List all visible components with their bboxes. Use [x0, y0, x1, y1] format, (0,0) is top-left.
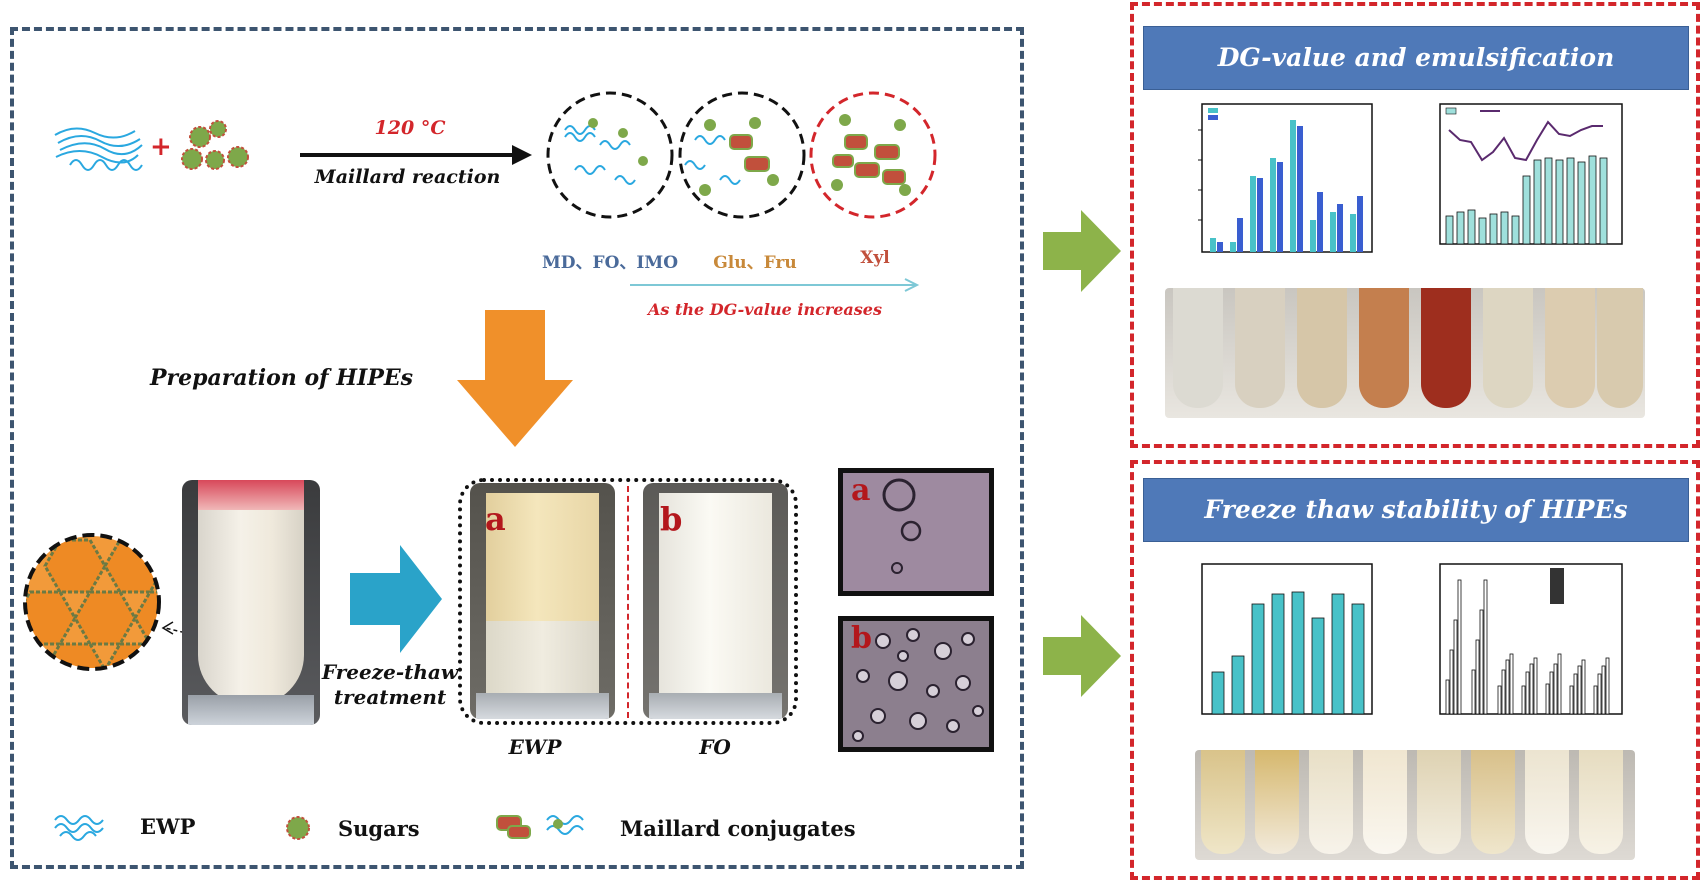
- sugar-cluster-icon: [588, 114, 911, 196]
- down-arrow-orange: [457, 310, 573, 447]
- ewp-tube-label: EWP: [508, 735, 562, 759]
- maillard-reaction-label: Maillard reaction: [314, 166, 501, 188]
- conjugate-icon: [729, 134, 906, 185]
- legend-sugar-icon: [286, 816, 310, 840]
- ft-cycle-bars: [1445, 579, 1610, 715]
- green-arrow-top: [1043, 210, 1121, 292]
- dg-trend-label: As the DG-value increases: [648, 300, 882, 319]
- ft-stability-chart-thumbnail: [1201, 563, 1373, 715]
- dg-panel-frame: [1130, 2, 1700, 448]
- freeze-thaw-line1: Freeze-thaw: [321, 660, 459, 684]
- temperature-label: 120 °C: [374, 117, 446, 139]
- sugar-cluster-icon: [181, 120, 249, 170]
- freeze-thaw-line2: treatment: [333, 685, 447, 709]
- preparation-title: Preparation of HIPEs: [150, 365, 414, 391]
- hipe-tube-photo: [182, 480, 320, 725]
- tube-divider: [627, 486, 629, 718]
- freeze-thaw-tubes-frame: [458, 478, 798, 725]
- ft-bars: [1211, 591, 1365, 715]
- dg-trend-arrow: [630, 278, 920, 292]
- mid-dg-sugars-label: Glu、Fru: [713, 253, 797, 273]
- freeze-thaw-label: Freeze-thaw treatment: [320, 660, 460, 710]
- legend-ewp-icon: [54, 815, 104, 841]
- product-circles: [546, 91, 937, 219]
- ewp-fiber-icon: [564, 125, 741, 185]
- legend-conjugate-icon: [496, 815, 584, 839]
- micrograph-b: b: [838, 616, 994, 752]
- dg-panel-title: DG-value and emulsification properties: [1143, 26, 1689, 134]
- dg-bars: [1210, 120, 1363, 252]
- ft-destabilization-chart-thumbnail: [1439, 563, 1623, 715]
- svg-text:+: +: [150, 132, 172, 162]
- legend-ewp-label: EWP: [140, 814, 196, 839]
- legend-sugars-label: Sugars: [338, 816, 420, 841]
- ewp-fiber-icon: [54, 127, 143, 171]
- reaction-arrow: [300, 145, 532, 165]
- panel-a-label: a: [485, 500, 506, 538]
- dg-tubes-photo: [1165, 288, 1645, 418]
- emulsification-chart-thumbnail: [1439, 103, 1623, 245]
- micrograph-b-bubbles: [852, 628, 984, 742]
- ewp-tube-photo: [470, 483, 615, 719]
- left-panel-frame: [10, 27, 1024, 869]
- high-dg-circle: [809, 91, 937, 219]
- micrograph-a-label: a: [851, 473, 871, 508]
- micrograph-a: a: [838, 468, 994, 596]
- green-arrow-bottom: [1043, 615, 1121, 697]
- micrograph-a-bubbles: [882, 478, 922, 574]
- emulsion-line: [1448, 120, 1603, 162]
- high-dg-sugars-label: Xyl: [860, 248, 890, 268]
- freeze-thaw-arrow: [350, 545, 442, 653]
- mid-dg-circle: [678, 91, 806, 219]
- fo-tube-label: FO: [699, 735, 731, 759]
- fo-tube-photo: [643, 483, 788, 719]
- low-dg-sugars-label: MD、FO、IMO: [541, 253, 679, 273]
- emulsion-bars: [1445, 155, 1608, 245]
- hexagon-droplet-icon: [23, 533, 161, 671]
- dg-bar-chart-thumbnail: [1198, 103, 1373, 253]
- ft-tubes-photo: [1195, 750, 1635, 860]
- ft-panel-frame: [1130, 460, 1700, 880]
- panel-b-label: b: [660, 500, 683, 538]
- reactants-group: +: [54, 120, 249, 171]
- ft-panel-title: Freeze thaw stability of HIPEs: [1143, 478, 1689, 542]
- low-dg-circle: [546, 91, 674, 219]
- legend-conjugates-label: Maillard conjugates: [620, 816, 856, 841]
- micrograph-b-label: b: [851, 621, 872, 656]
